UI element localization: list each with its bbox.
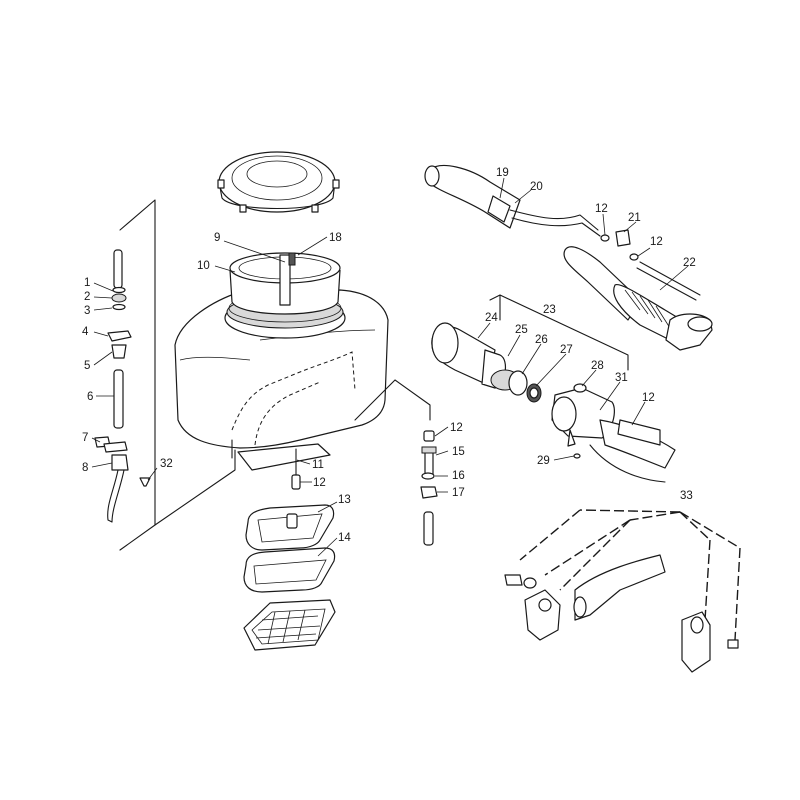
clip-part-4 xyxy=(107,330,132,342)
callout-8: 8 xyxy=(82,462,88,474)
callout-33: 33 xyxy=(680,490,693,502)
callout-12-column: 12 xyxy=(450,422,463,434)
callout-labels: 1 2 3 4 5 6 7 8 9 10 11 12 13 14 12 15 1… xyxy=(82,167,696,544)
callout-15: 15 xyxy=(452,446,465,458)
callout-32: 32 xyxy=(160,458,173,470)
fuel-tank xyxy=(174,252,389,471)
callout-3: 3 xyxy=(84,305,90,317)
callout-10: 10 xyxy=(197,260,210,272)
callout-2: 2 xyxy=(84,291,90,303)
left-parts-column xyxy=(94,249,151,523)
tube-bottom xyxy=(423,511,434,546)
callout-29: 29 xyxy=(537,455,550,467)
bracket-part-7 xyxy=(103,441,128,453)
nut-part-2 xyxy=(111,293,127,303)
callout-20: 20 xyxy=(530,181,543,193)
callout-5: 5 xyxy=(84,360,90,372)
callout-12-tank: 12 xyxy=(313,477,326,489)
washer-part-1 xyxy=(112,286,126,294)
callout-13: 13 xyxy=(338,494,351,506)
callout-12-hose-b: 12 xyxy=(650,236,663,248)
leader-lines xyxy=(91,177,689,557)
nut-part-17 xyxy=(420,486,438,499)
lower-plates xyxy=(243,504,336,651)
callout-28: 28 xyxy=(591,360,604,372)
callout-14: 14 xyxy=(338,532,351,544)
fitting-part-8 xyxy=(111,454,129,471)
callout-12-hose: 12 xyxy=(595,203,608,215)
washer-part-3 xyxy=(112,303,126,311)
callout-22: 22 xyxy=(683,257,696,269)
callout-25: 25 xyxy=(515,324,528,336)
callout-23: 23 xyxy=(543,304,556,316)
callout-19: 19 xyxy=(496,167,509,179)
center-right-column xyxy=(291,379,438,546)
tube-part-6 xyxy=(113,369,124,429)
upper-tube xyxy=(113,249,123,289)
filter-cover xyxy=(217,151,340,213)
callout-11: 11 xyxy=(312,459,324,471)
callout-6: 6 xyxy=(87,391,93,403)
callout-24: 24 xyxy=(485,312,498,324)
cap-part-12 xyxy=(423,430,435,442)
fuel-line-part-8 xyxy=(107,469,125,523)
left-assembly-frame xyxy=(119,199,236,551)
callout-21: 21 xyxy=(628,212,641,224)
callout-16: 16 xyxy=(452,470,465,482)
callout-31: 31 xyxy=(615,372,628,384)
cap-part-12-lower xyxy=(291,474,301,490)
callout-7: 7 xyxy=(82,432,88,444)
callout-17: 17 xyxy=(452,487,465,499)
oring-part-16 xyxy=(421,472,435,480)
callout-4: 4 xyxy=(82,326,89,338)
callout-27: 27 xyxy=(560,344,573,356)
middle-right-assembly xyxy=(431,294,676,483)
callout-1: 1 xyxy=(84,277,90,289)
callout-18: 18 xyxy=(329,232,342,244)
upper-right-hose xyxy=(424,164,713,351)
valve-part-5 xyxy=(111,344,127,359)
callout-12-fitting: 12 xyxy=(642,392,655,404)
screw-part-32 xyxy=(139,477,151,487)
bottom-right-brackets xyxy=(504,509,741,673)
callout-26: 26 xyxy=(535,334,548,346)
callout-9: 9 xyxy=(214,232,220,244)
